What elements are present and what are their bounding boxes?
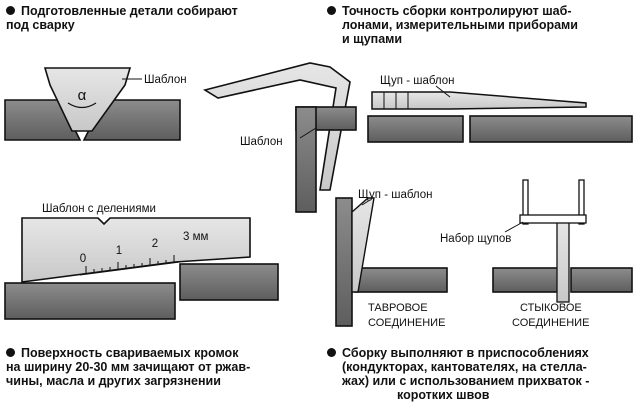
figure-corner-template: Шаблон [202,62,357,213]
tee-gauge [351,197,375,293]
figure-tee-joint: Щуп - шаблон ТАВРОВОЕ СОЕДИНЕНИЕ [335,189,448,329]
graduated-template-label: Шаблон с делениями [42,203,156,215]
butt-joint-label-2: СОЕДИНЕНИЕ [512,317,589,329]
note-bottom-right-line-1: Сборку выполняют в приспособлениях [342,346,589,360]
feeler-wedge [371,91,587,110]
figure-angle-template: α Шаблон [4,67,187,141]
gauge-template-label: Щуп - шаблон [380,75,455,87]
corner-template [202,62,351,191]
bullet-dot-icon [327,348,336,357]
scale-label-2: 2 [152,238,158,250]
gauge-template-leader [435,85,451,98]
graduated-plate-right [179,263,279,301]
tee-gauge-label: Щуп - шаблон [358,189,433,201]
feeler-set-label: Набор щупов [440,233,511,245]
note-bottom-left-line-1: Поверхность свариваемых кромок [21,346,239,360]
feeler-bar [519,214,587,224]
note-bottom-left-line-3: чины, масла и других загрязнении [6,374,221,388]
note-bottom-left: Поверхность свариваемых кромок на ширину… [6,346,250,388]
tee-flange [335,197,353,327]
note-top-left: Подготовленные детали собирают под сварк… [6,4,238,32]
feeler-stem-right [578,179,585,225]
bullet-dot-icon [327,6,336,15]
graduated-plate-left [4,282,176,320]
template-label: Шаблон [144,74,187,86]
corner-template-label: Шаблон [240,136,283,148]
figure-graduated-template: 0 1 2 3 мм Шаблон с делениями [4,203,279,320]
note-bottom-right-line-3: жах) или с использованием прихваток - [342,374,590,388]
angle-template [43,67,132,132]
feeler-blade [556,221,570,303]
butt-plate-right [570,267,633,293]
graduated-template [21,217,251,283]
feeler-set-leader [504,221,524,233]
note-bottom-left-line-2: на ширину 20-30 мм зачищают от ржав- [6,360,251,374]
vertical-plate [295,106,317,213]
gauge-plate-left [367,115,464,143]
bullet-dot-icon [6,348,15,357]
scale-label-1: 1 [116,245,122,257]
butt-joint-label-1: СТЫКОВОЕ [520,302,582,314]
gauge-plate-right [469,115,633,143]
note-bottom-right: Сборку выполняют в приспособлениях (конд… [327,346,589,402]
scale-label-3: 3 мм [183,231,208,243]
note-bottom-right-line-2: (кондукторах, кантователях, на стелла- [342,360,587,374]
angle-label: α [78,87,87,104]
butt-plate-left [492,267,559,293]
note-top-right-line-1: Точность сборки контролируют шаб- [342,4,572,18]
figure-butt-joint: Набор щупов СТЫКОВОЕ СОЕДИНЕНИЕ [440,179,633,329]
scale-ticks [85,255,175,274]
note-top-right-line-3: и щупами [342,32,403,46]
note-top-left-line-2: под сварку [6,18,75,32]
corner-template-leader [299,127,317,139]
note-top-right-line-2: лонами, измерительными приборами [342,18,578,32]
tee-joint-label-1: ТАВРОВОЕ [368,302,428,314]
angle-arc [67,102,97,109]
note-top-right: Точность сборки контролируют шаб- лонами… [327,4,578,46]
tee-gauge-leader [361,199,371,206]
feeler-stem-left [522,179,529,225]
note-bottom-right-line-4: коротких швов [397,388,490,402]
tee-web [354,267,448,293]
figure-gauge-template: Щуп - шаблон [367,75,633,143]
tee-joint-label-2: СОЕДИНЕНИЕ [368,317,445,329]
bullet-dot-icon [6,6,15,15]
scale-baseline [79,261,181,276]
scale-label-0: 0 [80,253,86,265]
note-top-left-line-1: Подготовленные детали собирают [21,4,238,18]
